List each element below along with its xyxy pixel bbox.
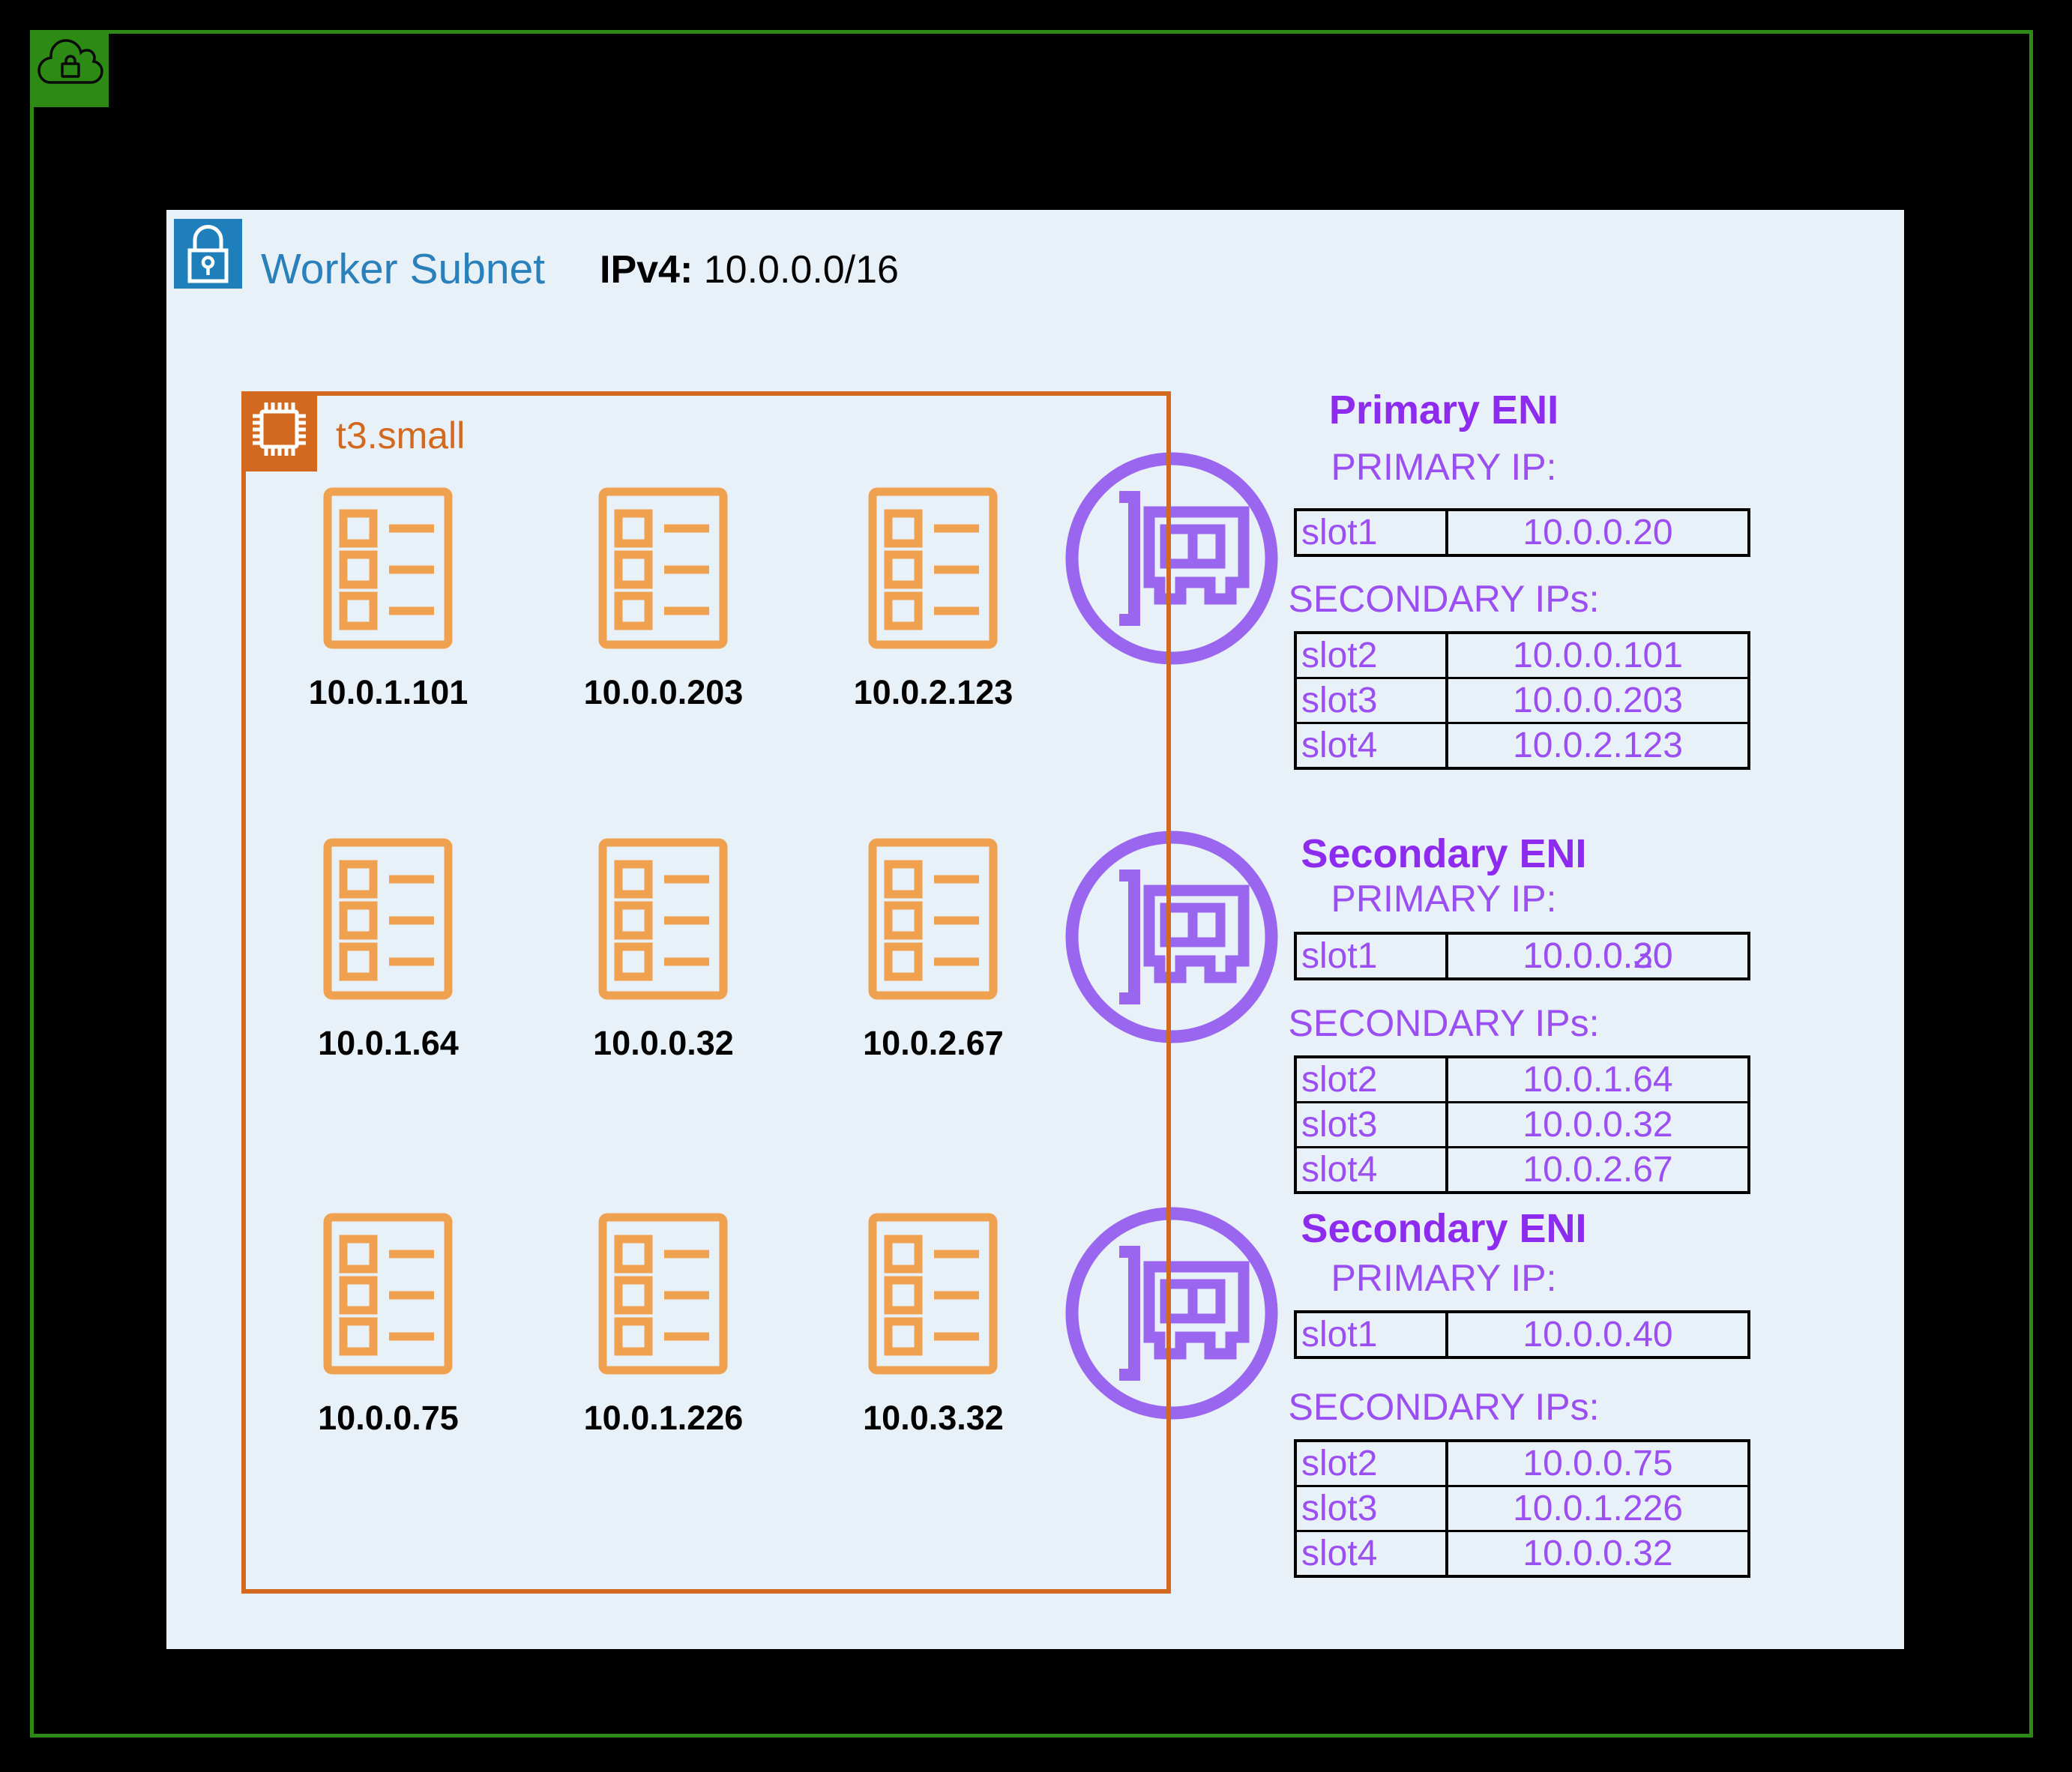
subnet-title: Worker Subnet	[261, 245, 546, 293]
pod	[598, 1213, 728, 1378]
table-row: slot4 10.0.0.32	[1297, 1530, 1747, 1575]
table-row: slot2 10.0.1.64	[1297, 1058, 1747, 1101]
network-card-icon	[1063, 1205, 1280, 1422]
subnet-cidr: IPv4: 10.0.0.0/16	[600, 247, 899, 292]
pod-ip-label: 10.0.0.203	[583, 673, 744, 711]
eni-title: Primary ENI	[1328, 388, 1559, 433]
cidr-value: 10.0.0.0/16	[693, 248, 899, 292]
subnet-badge	[174, 219, 242, 289]
table-row: slot3 10.0.0.203	[1297, 677, 1747, 722]
eni-title: Secondary ENI	[1301, 1206, 1587, 1251]
pod-ip-label: 10.0.2.123	[853, 673, 1014, 711]
primary-ip-table: slot1 10.0.0.20 10.0.0.30	[1294, 932, 1750, 980]
slot-cell: slot4	[1297, 1532, 1448, 1575]
slot-cell: slot4	[1297, 1148, 1448, 1191]
worker-subnet-panel	[166, 210, 1904, 1649]
table-row: slot3 10.0.1.226	[1297, 1485, 1747, 1530]
slot-cell: slot2	[1297, 1442, 1448, 1485]
ip-ghost-overlap: 10.0.0.20	[1523, 936, 1673, 976]
primary-ip-label: PRIMARY IP:	[1331, 878, 1557, 920]
secondary-ip-table: slot2 10.0.1.64 slot3 10.0.0.32 slot4 10…	[1294, 1055, 1750, 1194]
network-card-icon	[1063, 828, 1280, 1046]
pod-ip-label: 10.0.0.32	[593, 1024, 734, 1062]
ip-cell: 10.0.0.75	[1523, 1444, 1673, 1483]
slot-cell: slot2	[1297, 1058, 1448, 1101]
pod	[598, 838, 728, 1004]
ip-cell: 10.0.0.203	[1513, 681, 1683, 720]
instance-badge	[241, 391, 317, 471]
slot-cell: slot3	[1297, 679, 1448, 722]
eni-title: Secondary ENI	[1301, 831, 1587, 876]
secondary-ips-label: SECONDARY IPs:	[1288, 1002, 1600, 1044]
network-card-icon	[1063, 450, 1280, 667]
ip-cell: 10.0.0.32	[1523, 1105, 1673, 1145]
pod	[868, 838, 998, 1004]
primary-ip-label: PRIMARY IP:	[1331, 446, 1557, 488]
slot-cell: slot3	[1297, 1487, 1448, 1530]
ip-cell: 10.0.0.32	[1523, 1534, 1673, 1573]
table-row: slot1 10.0.0.20	[1297, 511, 1747, 554]
pod	[868, 487, 998, 653]
slot-cell: slot4	[1297, 724, 1448, 767]
slot-cell: slot1	[1297, 511, 1448, 554]
ip-cell: 10.0.0.40	[1523, 1315, 1673, 1354]
secondary-ips-label: SECONDARY IPs:	[1288, 578, 1600, 620]
cidr-label: IPv4:	[600, 248, 693, 292]
pod-ip-label: 10.0.1.101	[308, 673, 469, 711]
table-row: slot3 10.0.0.32	[1297, 1101, 1747, 1146]
pod	[323, 487, 453, 653]
pod	[598, 487, 728, 653]
primary-ip-table: slot1 10.0.0.20	[1294, 508, 1750, 557]
pod	[323, 838, 453, 1004]
table-row: slot4 10.0.2.123	[1297, 722, 1747, 767]
ip-cell: 10.0.0.101	[1513, 636, 1683, 675]
instance-type-label: t3.small	[336, 415, 466, 456]
secondary-ip-table: slot2 10.0.0.101 slot3 10.0.0.203 slot4 …	[1294, 631, 1750, 770]
ip-cell: 10.0.2.67	[1523, 1150, 1673, 1190]
table-row: slot4 10.0.2.67	[1297, 1146, 1747, 1191]
table-row: slot2 10.0.0.75	[1297, 1442, 1747, 1485]
table-row: slot2 10.0.0.101	[1297, 634, 1747, 677]
pod-ip-label: 10.0.2.67	[863, 1024, 1004, 1062]
pod-ip-label: 10.0.1.64	[318, 1024, 459, 1062]
vpc-boundary	[30, 30, 2033, 1738]
ip-cell: 10.0.0.20 10.0.0.30	[1448, 935, 1747, 977]
table-row: slot1 10.0.0.20 10.0.0.30	[1297, 935, 1747, 977]
secondary-ip-table: slot2 10.0.0.75 slot3 10.0.1.226 slot4 1…	[1294, 1439, 1750, 1578]
ip-cell: 10.0.1.64	[1523, 1060, 1673, 1100]
ip-cell: 10.0.1.226	[1513, 1489, 1683, 1528]
pod-ip-label: 10.0.0.75	[318, 1399, 459, 1437]
primary-ip-label: PRIMARY IP:	[1331, 1257, 1557, 1299]
primary-ip-table: slot1 10.0.0.40	[1294, 1310, 1750, 1359]
vpc-badge	[31, 30, 109, 107]
instance-border-line	[1166, 391, 1171, 1594]
pod-ip-label: 10.0.1.226	[583, 1399, 744, 1437]
ip-value: 10.0.0.30	[1523, 936, 1673, 976]
ip-cell: 10.0.0.20	[1523, 513, 1673, 552]
cloud-lock-icon	[31, 28, 109, 109]
pod	[868, 1213, 998, 1378]
slot-cell: slot3	[1297, 1103, 1448, 1146]
ip-cell: 10.0.2.123	[1513, 726, 1683, 765]
slot-cell: slot1	[1297, 935, 1448, 977]
pod	[323, 1213, 453, 1378]
slot-cell: slot2	[1297, 634, 1448, 677]
lock-icon	[174, 217, 242, 291]
chip-icon	[241, 390, 317, 474]
slot-cell: slot1	[1297, 1313, 1448, 1356]
pod-ip-label: 10.0.3.32	[863, 1399, 1004, 1437]
secondary-ips-label: SECONDARY IPs:	[1288, 1386, 1600, 1428]
table-row: slot1 10.0.0.40	[1297, 1313, 1747, 1356]
